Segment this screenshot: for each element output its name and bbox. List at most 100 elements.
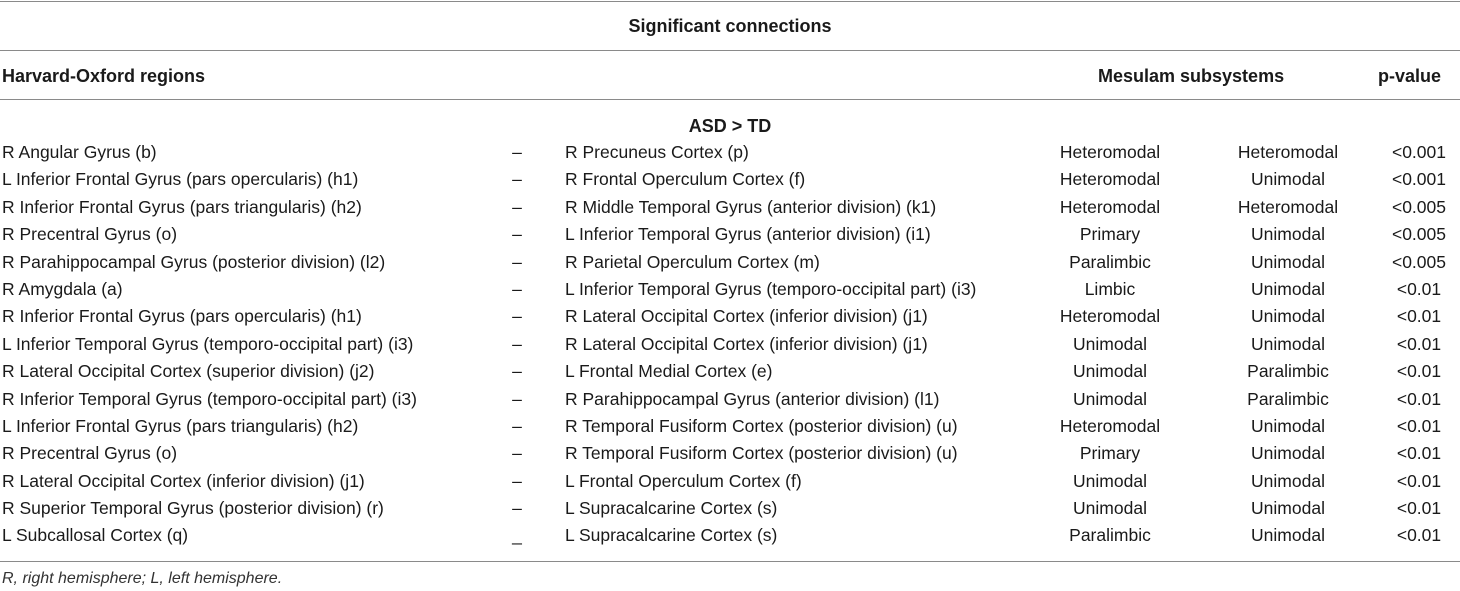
title-rule bbox=[0, 50, 1460, 51]
table-body: R Angular Gyrus (b)–R Precuneus Cortex (… bbox=[0, 139, 1460, 550]
table-title: Significant connections bbox=[628, 16, 832, 36]
header-regions: Harvard-Oxford regions bbox=[2, 66, 206, 86]
table-row: R Inferior Frontal Gyrus (pars opercular… bbox=[0, 303, 1460, 330]
subsystem-b-cell: Unimodal bbox=[1251, 251, 1325, 272]
region-a-cell: R Inferior Temporal Gyrus (temporo-occip… bbox=[2, 388, 417, 409]
region-a-cell: L Subcallosal Cortex (q) bbox=[2, 525, 189, 546]
connector-dash: – bbox=[512, 142, 522, 162]
subsystem-a-cell: Paralimbic bbox=[1069, 525, 1151, 546]
region-a-cell: R Lateral Occipital Cortex (superior div… bbox=[2, 361, 375, 382]
region-a-cell: R Amygdala (a) bbox=[2, 278, 123, 299]
subsystem-a-cell: Heteromodal bbox=[1059, 169, 1161, 190]
subsystem-a-cell: Unimodal bbox=[1073, 361, 1147, 382]
connector-dash: – bbox=[512, 196, 522, 217]
table-row: R Precentral Gyrus (o) – L Inferior Tempor… bbox=[0, 221, 1460, 248]
subsystem-b-cell: Unimodal bbox=[1251, 470, 1325, 491]
subsystem-a-cell: Unimodal bbox=[1073, 388, 1147, 409]
p-value-cell: <0.01 bbox=[1396, 415, 1442, 436]
subsystem-a-cell: Limbic bbox=[1084, 278, 1136, 299]
p-value-cell: <0.01 bbox=[1396, 278, 1442, 299]
p-value-cell: <0.001 bbox=[1391, 142, 1446, 162]
table-row: L Inferior Frontal Gyrus (pars triangula… bbox=[0, 413, 1460, 440]
region-b-cell: R Temporal Fusiform Cortex (posterior di… bbox=[565, 443, 958, 464]
region-a-cell: R Angular Gyrus (b) bbox=[2, 142, 157, 162]
connector-dash: – bbox=[512, 443, 522, 464]
bottom-rule bbox=[0, 561, 1460, 562]
table-row: R Amygdala (a)–L Inferior Temporal Gyrus… bbox=[0, 276, 1460, 303]
region-b-cell: L Frontal Operculum Cortex (f) bbox=[565, 470, 802, 491]
p-value-cell: <0.005 bbox=[1391, 196, 1446, 217]
p-value-cell: <0.001 bbox=[1391, 169, 1446, 190]
region-b-cell: L Supracalcarine Cortex (s) bbox=[565, 525, 778, 546]
region-b-cell: R Temporal Fusiform Cortex (posterior di… bbox=[565, 415, 958, 436]
region-b-cell: L Frontal Medial Cortex (e) bbox=[565, 361, 773, 382]
subsystem-b-cell: Unimodal bbox=[1251, 333, 1325, 354]
subsystem-b-cell: Unimodal bbox=[1251, 415, 1325, 436]
table-row: R Inferior Frontal Gyrus (pars triangula… bbox=[0, 194, 1460, 221]
connector-dash: – bbox=[512, 169, 522, 190]
connector-dash: – bbox=[512, 388, 522, 409]
subsystem-b-cell: Unimodal bbox=[1251, 169, 1325, 190]
table-row: L Subcallosal Cortex (q) _ L Supracalcarin… bbox=[0, 522, 1460, 549]
subsystem-b-cell: Paralimbic bbox=[1247, 388, 1329, 409]
region-a-cell: R Parahippocampal Gyrus (posterior divis… bbox=[2, 251, 386, 272]
subsystem-b-cell: Unimodal bbox=[1251, 443, 1325, 464]
group-label: ASD > TD bbox=[688, 116, 772, 136]
subsystem-b-cell: Unimodal bbox=[1251, 306, 1325, 327]
subsystem-b-cell: Unimodal bbox=[1251, 525, 1325, 546]
region-b-cell: R Parietal Operculum Cortex (m) bbox=[565, 251, 820, 272]
p-value-cell: <0.005 bbox=[1391, 224, 1446, 245]
subsystem-b-cell: Heteromodal bbox=[1237, 142, 1339, 162]
table-row: L Inferior Temporal Gyrus (temporo-occip… bbox=[0, 331, 1460, 358]
table-row: R Inferior Temporal Gyrus (temporo-occip… bbox=[0, 386, 1460, 413]
subsystem-b-cell: Unimodal bbox=[1251, 224, 1325, 245]
table-footnote: R, right hemisphere; L, left hemisphere. bbox=[2, 570, 283, 587]
region-b-cell: L Supracalcarine Cortex (s) bbox=[565, 498, 778, 519]
table-row: R Angular Gyrus (b)–R Precuneus Cortex (… bbox=[0, 139, 1460, 166]
connector-dash: – bbox=[512, 224, 522, 245]
p-value-cell: <0.01 bbox=[1396, 306, 1442, 327]
column-header-row: Harvard-Oxford regions Mesulam subsystem… bbox=[0, 62, 1460, 90]
region-a-cell: R Inferior Frontal Gyrus (pars triangula… bbox=[2, 196, 362, 217]
region-b-cell: L Inferior Temporal Gyrus (anterior divi… bbox=[565, 224, 931, 245]
subsystem-a-cell: Paralimbic bbox=[1069, 251, 1151, 272]
header-rule bbox=[0, 99, 1460, 100]
connector-dash: – bbox=[512, 498, 522, 519]
region-b-cell: R Middle Temporal Gyrus (anterior divisi… bbox=[565, 196, 937, 217]
region-a-cell: L Inferior Temporal Gyrus (temporo-occip… bbox=[2, 333, 414, 354]
p-value-cell: <0.01 bbox=[1396, 525, 1442, 546]
subsystem-a-cell: Heteromodal bbox=[1059, 142, 1161, 162]
connector-dash: – bbox=[512, 333, 522, 354]
p-value-cell: <0.01 bbox=[1396, 333, 1442, 354]
p-value-cell: <0.01 bbox=[1396, 498, 1442, 519]
subsystem-b-cell: Heteromodal bbox=[1237, 196, 1339, 217]
region-a-cell: R Precentral Gyrus (o) bbox=[2, 443, 178, 464]
connector-dash: _ bbox=[512, 525, 522, 546]
table-row: L Inferior Frontal Gyrus (pars opercular… bbox=[0, 166, 1460, 193]
p-value-cell: <0.005 bbox=[1391, 251, 1446, 272]
region-a-cell: R Precentral Gyrus (o) bbox=[2, 224, 178, 245]
subsystem-a-cell: Primary bbox=[1079, 443, 1141, 464]
subsystem-a-cell: Unimodal bbox=[1073, 333, 1147, 354]
subsystem-b-cell: Unimodal bbox=[1251, 498, 1325, 519]
region-a-cell: R Inferior Frontal Gyrus (pars opercular… bbox=[2, 306, 362, 327]
p-value-cell: <0.01 bbox=[1396, 388, 1442, 409]
connector-dash: – bbox=[512, 251, 522, 272]
table-row: R Precentral Gyrus (o) – R Temporal Fusifo… bbox=[0, 440, 1460, 467]
subsystem-b-cell: Unimodal bbox=[1251, 278, 1325, 299]
subsystem-a-cell: Unimodal bbox=[1073, 498, 1147, 519]
connector-dash: – bbox=[512, 278, 522, 299]
region-a-cell: L Inferior Frontal Gyrus (pars triangula… bbox=[2, 415, 359, 436]
p-value-cell: <0.01 bbox=[1396, 443, 1442, 464]
header-pvalue: p-value bbox=[1378, 66, 1442, 86]
table-row: R Lateral Occipital Cortex (superior div… bbox=[0, 358, 1460, 385]
region-b-cell: R Lateral Occipital Cortex (inferior div… bbox=[565, 306, 928, 327]
region-a-cell: R Superior Temporal Gyrus (posterior div… bbox=[2, 498, 384, 519]
table-row: R Parahippocampal Gyrus (posterior divis… bbox=[0, 249, 1460, 276]
connector-dash: – bbox=[512, 361, 522, 382]
table-row: R Superior Temporal Gyrus (posterior div… bbox=[0, 495, 1460, 522]
subsystem-b-cell: Paralimbic bbox=[1247, 361, 1329, 382]
subsystem-a-cell: Heteromodal bbox=[1059, 196, 1161, 217]
region-b-cell: R Lateral Occipital Cortex (inferior div… bbox=[565, 333, 928, 354]
p-value-cell: <0.01 bbox=[1396, 361, 1442, 382]
